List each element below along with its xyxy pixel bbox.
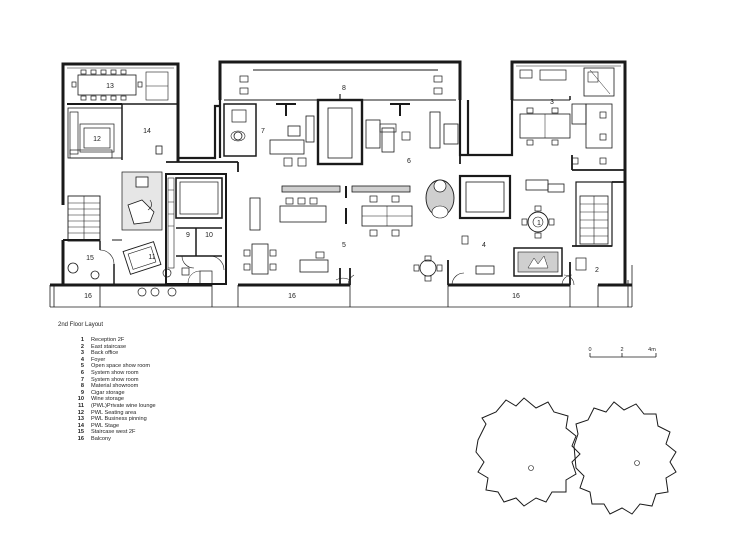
legend-num: 14	[77, 422, 84, 429]
legend-item: 9 Cigar storage	[76, 390, 156, 397]
legend-label: Foyer	[91, 356, 106, 363]
room-label-1: 1	[537, 220, 541, 227]
room-label-13: 13	[106, 83, 114, 90]
room-label-2: 2	[595, 267, 599, 274]
room-label-16-west: 16	[84, 293, 92, 300]
room-label-7: 7	[261, 128, 265, 135]
legend-item: 7 System show room	[76, 377, 156, 384]
legend-num: 2	[80, 343, 84, 350]
legend-label: System show room	[91, 369, 139, 376]
plan-title: 2nd Floor Layout	[58, 322, 104, 328]
legend-item: 16 Balcony	[76, 436, 156, 443]
scale-bar	[589, 353, 657, 358]
room-label-14: 14	[143, 128, 151, 135]
room-label-16-middle: 16	[288, 293, 296, 300]
legend-item: 1 Reception 2F	[76, 337, 156, 344]
room-label-9: 9	[186, 232, 190, 239]
legend-num: 7	[80, 376, 84, 383]
legend-item: 2 East staircase	[76, 344, 156, 351]
legend-num: 4	[80, 356, 84, 363]
legend-item: 4 Foyer	[76, 357, 156, 364]
legend-num: 15	[77, 429, 84, 436]
legend-label: Reception 2F	[91, 337, 125, 343]
legend-item: 5 Open space show room	[76, 363, 156, 370]
outer-walls	[50, 60, 632, 287]
legend-item: 3 Back office	[76, 350, 156, 357]
legend-label: Open space show room	[91, 363, 151, 370]
right-block-interior	[512, 65, 625, 247]
room-label-16-east: 16	[512, 293, 520, 300]
legend-label: PWL Seating area	[91, 409, 137, 416]
scale-label-2: 2	[620, 347, 623, 353]
legend-item: 10 Wine storage	[76, 396, 156, 403]
legend-num: 16	[77, 435, 84, 442]
legend-item: 12 PWL Seating area	[76, 410, 156, 417]
room-label-10: 10	[205, 232, 213, 239]
legend-num: 6	[80, 369, 84, 376]
legend-item: 8 Material showroom	[76, 383, 156, 390]
room-label-15: 15	[86, 255, 94, 262]
scale-label-4m: 4m	[648, 347, 656, 353]
legend-num: 8	[80, 383, 84, 390]
room-label-3: 3	[550, 99, 554, 106]
legend-label: Balcony	[91, 435, 111, 442]
legend-label: Material showroom	[91, 383, 139, 390]
legend-label: Back office	[91, 350, 119, 357]
legend-label: PWL Stage	[91, 422, 120, 429]
legend-num: 11	[78, 402, 84, 409]
legend-num: 1	[80, 337, 84, 343]
legend-label: (PWL)Private wine lounge	[91, 402, 156, 409]
legend-item: 11 (PWL)Private wine lounge	[76, 403, 156, 410]
legend-item: 6 System show room	[76, 370, 156, 377]
legend-item: 15 Staircase west 2F	[76, 429, 156, 436]
legend-label: Staircase west 2F	[91, 429, 136, 436]
legend-label: System show room	[91, 376, 139, 383]
legend-label: Wine storage	[91, 396, 124, 403]
legend-item: 13 PWL Business pinning	[76, 416, 156, 423]
room-labels: 13 14 12 15 11 9 10 7 8 6 5 4 1 3 2 16 1…	[84, 83, 599, 300]
legend-num: 5	[80, 363, 84, 370]
room-label-5: 5	[342, 242, 346, 249]
room-legend: 1 Reception 2F 2 East staircase 3 Back offi…	[76, 337, 156, 443]
tree-illustration	[475, 397, 677, 515]
legend-label: PWL Business pinning	[91, 416, 147, 423]
legend-num: 9	[80, 389, 84, 396]
room-label-4: 4	[482, 242, 486, 249]
legend-label: East staircase	[91, 343, 127, 350]
legend-num: 12	[77, 409, 84, 416]
legend-num: 10	[77, 396, 84, 403]
left-block-interior	[63, 67, 239, 297]
balcony-outline	[49, 265, 633, 308]
room-label-8: 8	[342, 85, 346, 92]
foyer-interior	[413, 155, 587, 286]
legend-num: 13	[77, 416, 84, 423]
room-label-6: 6	[407, 158, 411, 165]
room-label-11: 11	[148, 254, 155, 261]
room-label-12: 12	[93, 136, 101, 143]
middle-block-interior	[223, 75, 459, 286]
legend-label: Cigar storage	[91, 389, 125, 396]
connecting-walls	[176, 69, 514, 162]
scale-label-0: 0	[588, 347, 591, 353]
legend-num: 3	[80, 350, 84, 357]
legend-item: 14 PWL Stage	[76, 423, 156, 430]
